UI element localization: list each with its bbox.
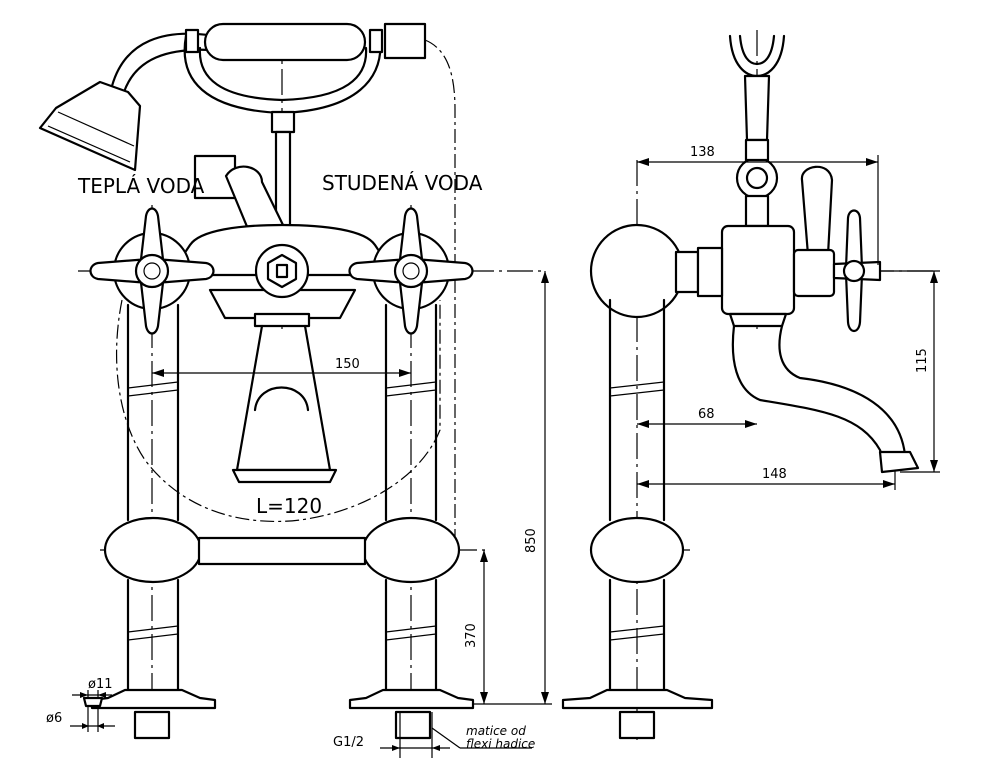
dim-d6-text: ø6: [46, 711, 62, 726]
side-view: [561, 30, 935, 740]
dimension-148: 148: [637, 467, 896, 490]
shower-head: [38, 80, 142, 172]
front-view: [38, 22, 545, 740]
hose-nut-line2: flexi hadice: [466, 737, 535, 751]
dimension-diameters: ø11 ø6: [46, 677, 115, 732]
hose-nut-line1: matice od: [466, 724, 526, 738]
dim-115-text: 115: [915, 348, 930, 373]
dimension-150: 150: [152, 357, 411, 377]
cold-water-label: STUDENÁ VODA: [322, 171, 483, 195]
dim-thread-text: G1/2: [333, 735, 364, 750]
cold-water-handle: [348, 207, 474, 335]
dimension-850: 850: [473, 271, 552, 705]
dim-148-text: 148: [762, 467, 787, 482]
hose-nut-note: matice od flexi hadice: [431, 724, 535, 751]
dimension-thread: G1/2: [333, 712, 450, 758]
dimension-138: 138: [637, 145, 879, 265]
dim-138-text: 138: [690, 145, 715, 160]
dim-68-text: 68: [698, 407, 715, 422]
warm-water-label: TEPLÁ VODA: [77, 174, 205, 198]
dim-850-text: 850: [524, 528, 539, 553]
dimension-370: 370: [464, 550, 488, 704]
warm-water-handle: [89, 207, 215, 335]
dim-150-text: 150: [335, 357, 360, 372]
dim-d11-text: ø11: [88, 677, 113, 692]
spout-length-label: L=120: [256, 494, 322, 518]
dimension-115: 115: [880, 270, 940, 473]
dim-370-text: 370: [464, 623, 479, 648]
dimension-68: 68: [637, 407, 757, 428]
